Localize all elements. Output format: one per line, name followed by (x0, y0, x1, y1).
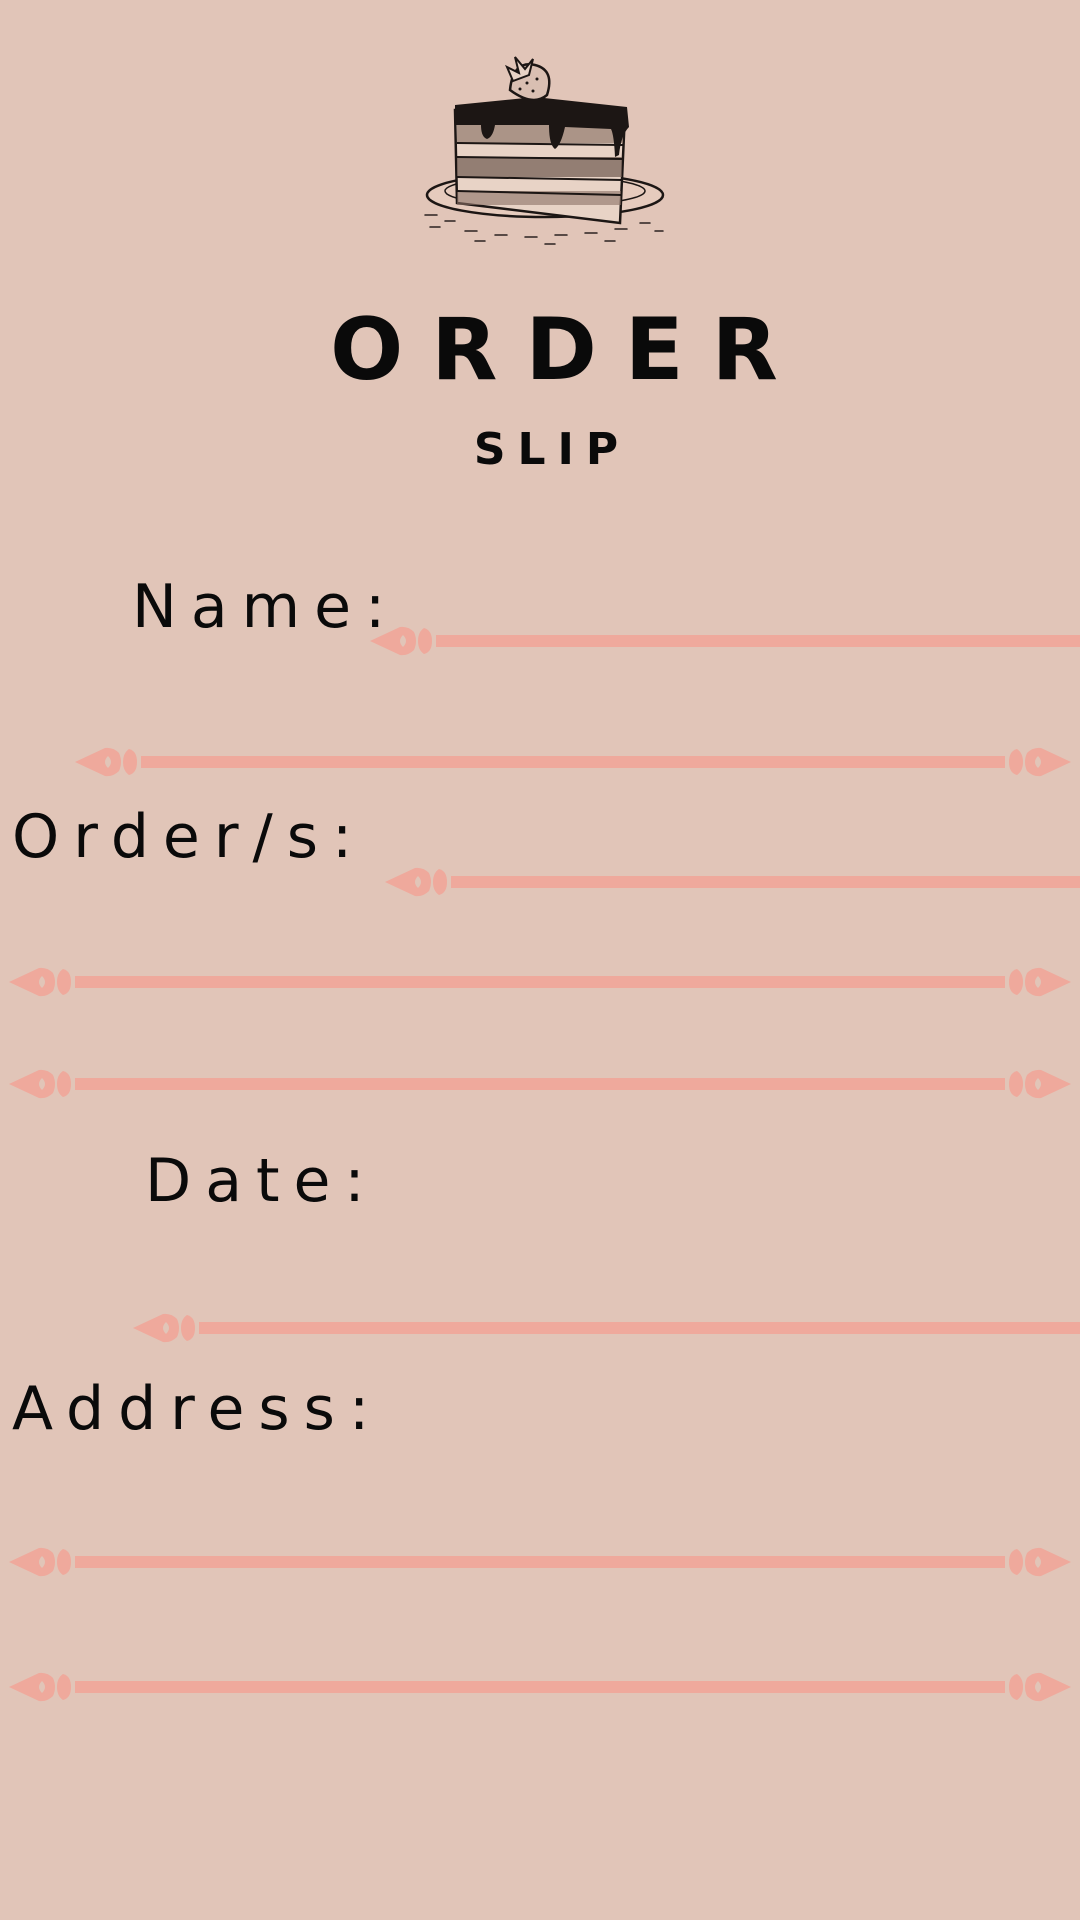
name-input-line-2[interactable] (75, 747, 1071, 777)
orders-input-line-3[interactable] (9, 1069, 1071, 1099)
cake-slice-icon (415, 45, 675, 255)
name-label: Name: (132, 572, 400, 642)
address-input-line-2[interactable] (9, 1672, 1071, 1702)
orders-input-line-2[interactable] (9, 967, 1071, 997)
address-label: Address: (12, 1374, 384, 1444)
page-title: ORDER (330, 300, 806, 400)
date-label: Date: (145, 1146, 379, 1216)
page-subtitle: SLIP (473, 424, 631, 475)
address-input-line-1[interactable] (9, 1547, 1071, 1577)
name-input-line[interactable] (370, 626, 1080, 656)
date-input-line[interactable] (133, 1313, 1080, 1343)
orders-label: Order/s: (12, 802, 367, 872)
orders-input-line[interactable] (385, 867, 1080, 897)
